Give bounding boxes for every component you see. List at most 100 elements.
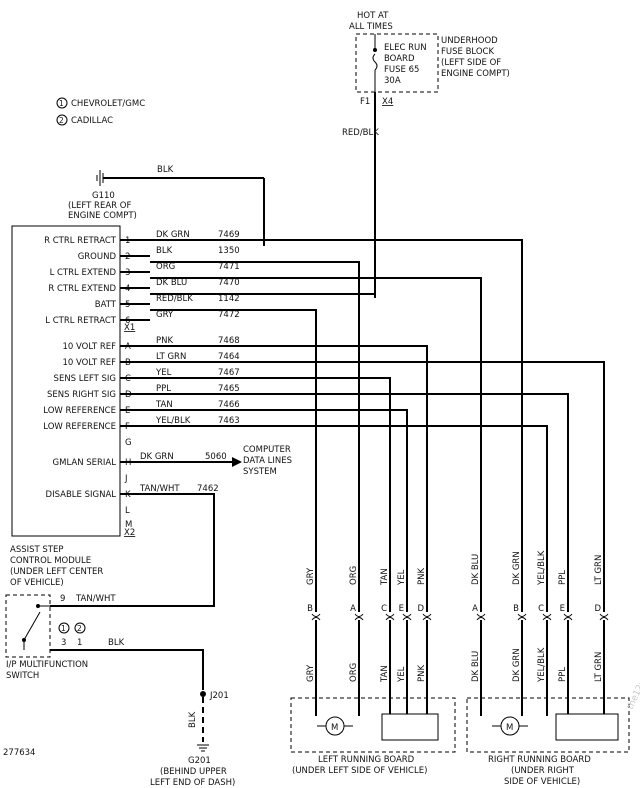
board-wire-label-top: LT GRN [594, 555, 604, 585]
circuit-number: 7472 [218, 310, 240, 320]
g110-loc-1: (LEFT REAR OF [68, 201, 131, 211]
wire-color-label: TAN/WHT [139, 484, 180, 494]
g110-name: G110 [92, 191, 115, 201]
circuit-number: 7465 [218, 384, 240, 394]
module-name-4: OF VEHICLE) [10, 578, 64, 588]
module-pin-number: L [125, 506, 130, 516]
board-wire-label-top: YEL [397, 569, 407, 586]
fuse-line3: FUSE 65 [384, 65, 419, 75]
module-pin-label: SENS RIGHT SIG [47, 390, 116, 400]
ground-wire-label: BLK [157, 165, 174, 175]
module-pin-label: L CTRL RETRACT [45, 316, 117, 326]
wire-color-label: ORG [156, 262, 175, 272]
legend-num-1: 1 [59, 99, 64, 108]
board-wire-label-bottom: YEL [397, 666, 407, 683]
circuit-number: 1350 [218, 246, 240, 256]
wire-color-label: YEL [155, 368, 172, 378]
module-pin-label: 10 VOLT REF [63, 358, 117, 368]
switch-name-1: I/P MULTIFUNCTION [6, 660, 88, 670]
wire-color-label: GRY [156, 310, 174, 320]
fuse-line2: BOARD [384, 54, 415, 64]
connector-pin-icon [563, 613, 573, 621]
board-name: LEFT RUNNING BOARD [318, 755, 415, 765]
board-pin-letter: E [399, 604, 404, 614]
board-name: RIGHT RUNNING BOARD [488, 755, 591, 765]
switch-wire-top: TAN/WHT [75, 594, 116, 604]
module-name-3: (UNDER LEFT CENTER [10, 567, 103, 577]
module-pin-number: M [125, 520, 132, 530]
fuse-line4: 30A [384, 76, 401, 86]
board-wire-label-top: ORG [349, 566, 359, 585]
module-pin-label: R CTRL RETRACT [44, 236, 117, 246]
connector-pin-icon [402, 613, 412, 621]
wire-color-label: DK BLU [156, 278, 187, 288]
figure-id: 277634 [3, 748, 35, 758]
board-wire-label-top: PPL [558, 570, 568, 585]
data-lines-2: DATA LINES [243, 456, 292, 466]
board-pin-letter: E [560, 604, 565, 614]
board-wire-label-top: DK GRN [512, 551, 522, 585]
switch-pin-b2: 1 [77, 638, 82, 648]
board-wire-label-bottom: PPL [558, 667, 568, 682]
board-wire-label-top: DK BLU [471, 554, 481, 585]
fuse-conn-x4: X4 [382, 97, 393, 107]
g110-loc-2: ENGINE COMPT) [68, 211, 137, 221]
wire-pnk-7468 [150, 345, 428, 612]
data-lines-arrow-icon [232, 457, 242, 467]
module-pin-label: LOW REFERENCE [43, 406, 116, 416]
switch-pin-b1: 3 [61, 638, 66, 648]
wire-dk-grn-7469 [150, 239, 523, 612]
wire-blk-switch-ground [50, 649, 204, 690]
board-wire-label-top: YEL/BLK [537, 550, 547, 586]
data-lines-1: COMPUTER [243, 445, 291, 455]
connector-pin-icon [354, 613, 364, 621]
legend-label-2: CADILLAC [71, 116, 113, 126]
module-name-2: CONTROL MODULE [10, 556, 91, 566]
wire-color-label: PNK [156, 336, 173, 346]
circuit-number: 7469 [218, 230, 240, 240]
wire-tan-wht-7462 [150, 493, 215, 607]
legend-label-1: CHEVROLET/GMC [71, 99, 145, 109]
module-pin-label: L CTRL EXTEND [50, 268, 117, 278]
power-wire-label: RED/BLK [342, 128, 379, 138]
wire-org-7471 [150, 261, 360, 612]
module-pin-label: DISABLE SIGNAL [46, 490, 117, 500]
fuse-block-line3: (LEFT SIDE OF [441, 58, 501, 68]
module-pin-label: R CTRL EXTEND [48, 284, 116, 294]
g201-loc-1: (BEHIND UPPER [160, 767, 227, 777]
board-wire-label-bottom: LT GRN [594, 652, 604, 682]
connector-x1: X1 [124, 323, 135, 333]
left-board-box [290, 697, 456, 753]
board-pin-letter: B [513, 604, 519, 614]
sensor-component [555, 713, 619, 741]
multifunction-switch-box [5, 594, 51, 658]
wire-color-label: DK GRN [140, 452, 174, 462]
circuit-number: 7462 [197, 484, 219, 494]
wire-tan-7466 [150, 409, 408, 612]
wire-yel-blk-7463 [150, 425, 548, 612]
board-pin-letter: C [381, 604, 387, 614]
module-pin-number: J [124, 474, 128, 484]
wire-ppl-7465 [150, 393, 569, 612]
module-pin-label: BATT [95, 300, 117, 310]
board-wire-label-bottom: DK GRN [512, 648, 522, 682]
fuse-conn-f1: F1 [360, 97, 370, 107]
board-name: SIDE OF VEHICLE) [504, 777, 580, 787]
module-pin-number: G [125, 438, 132, 448]
hot-label-line2: ALL TIMES [349, 22, 393, 32]
board-wire-label-bottom: ORG [349, 663, 359, 682]
wire-lt-grn-7464 [150, 361, 605, 612]
wire-color-label: TAN [155, 400, 173, 410]
connector-pin-icon [517, 613, 527, 621]
board-pin-letter: D [594, 604, 601, 614]
g201-loc-2: LEFT END OF DASH) [150, 778, 235, 788]
switch-wire-bottom: BLK [108, 638, 125, 648]
board-pin-letter: B [307, 604, 313, 614]
fuse-block-line1: UNDERHOOD [441, 36, 498, 46]
board-wire-label-top: PNK [417, 568, 427, 585]
circuit-number: 7464 [218, 352, 240, 362]
fuse-block-line4: ENGINE COMPT) [441, 69, 510, 79]
wire-dk-blu-7470 [150, 277, 482, 612]
module-name-1: ASSIST STEP [10, 545, 64, 555]
